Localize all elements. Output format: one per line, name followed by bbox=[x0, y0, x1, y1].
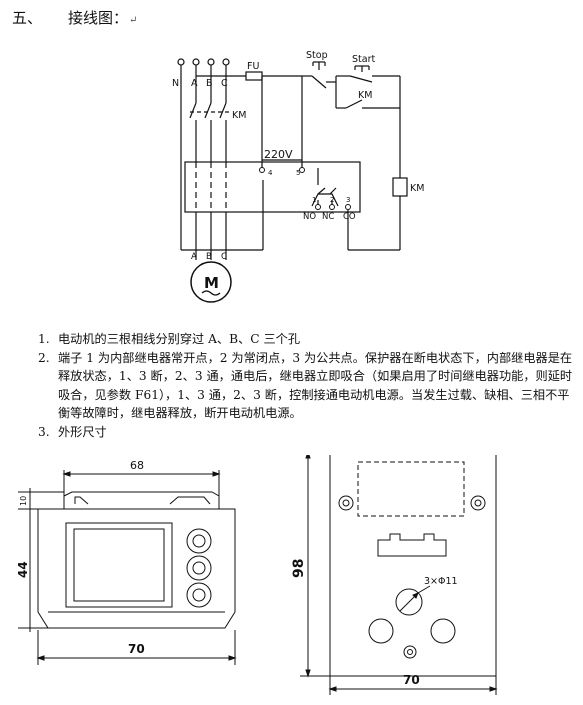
motor-label: M bbox=[204, 274, 219, 292]
terminal-2-label: 2 bbox=[330, 196, 334, 204]
note-3: 3. 外形尺寸 bbox=[38, 423, 578, 442]
back-height-dim: 98 bbox=[291, 559, 307, 578]
km-contact-label: KM bbox=[232, 110, 246, 121]
back-width-dim: 70 bbox=[403, 673, 420, 687]
terminal-4-label: 4 bbox=[268, 169, 273, 177]
terminal-b-label: B bbox=[206, 78, 213, 89]
note-text: 电动机的三根相线分别穿过 A、B、C 三个孔 bbox=[58, 332, 301, 346]
notes-list: 1. 电动机的三根相线分别穿过 A、B、C 三个孔 2. 端子 1 为内部继电器常开… bbox=[38, 330, 578, 441]
start-label: Start bbox=[352, 54, 375, 65]
note-number: 1. bbox=[38, 332, 50, 346]
motor-c-label: C bbox=[221, 252, 227, 262]
motor-a-label: A bbox=[191, 252, 197, 262]
stop-label: Stop bbox=[306, 50, 328, 61]
motor-b-label: B bbox=[206, 252, 212, 262]
terminal-1-label: 1 bbox=[312, 196, 316, 204]
section-number: 五、 bbox=[12, 9, 43, 27]
terminal-n-label: N bbox=[172, 78, 179, 89]
voltage-label: 220V bbox=[264, 148, 293, 161]
fuse-label: FU bbox=[247, 61, 259, 72]
hole-spec-label: 3×Φ11 bbox=[424, 576, 458, 587]
front-width-top-dim: 68 bbox=[130, 459, 144, 472]
terminal-c-label: C bbox=[221, 78, 228, 89]
terminal-5-label: 5 bbox=[296, 169, 300, 177]
note-number: 2. bbox=[38, 350, 50, 365]
terminal-3-label: 3 bbox=[346, 196, 350, 204]
terminal-a-label: A bbox=[191, 78, 198, 89]
note-2: 2. 端子 1 为内部继电器常开点，2 为常闭点，3 为公共点。保护器在断电状态下… bbox=[38, 349, 578, 423]
note-text: 外形尺寸 bbox=[58, 424, 107, 439]
no-label: NO bbox=[303, 212, 316, 222]
note-1: 1. 电动机的三根相线分别穿过 A、B、C 三个孔 bbox=[38, 330, 578, 349]
front-width-dim: 70 bbox=[128, 642, 145, 656]
front-height-dim: 44 bbox=[16, 561, 30, 578]
note-text: 端子 1 为内部继电器常开点，2 为常闭点，3 为公共点。保护器在断电状态下，内… bbox=[58, 350, 573, 421]
front-top-height-dim: 10 bbox=[19, 496, 28, 506]
co-label: CO bbox=[343, 212, 356, 222]
section-heading: 五、 接线图：↵ bbox=[12, 7, 137, 28]
km-coil-label: KM bbox=[410, 183, 424, 194]
dimension-drawings: 68 10 44 70 98 70 3×Φ11 bbox=[16, 455, 498, 695]
wiring-diagram: M N A B C FU Stop Start KM KM KM 220V 4 … bbox=[172, 50, 424, 303]
nc-label: NC bbox=[322, 212, 334, 222]
section-title: 接线图： bbox=[68, 9, 129, 27]
return-mark: ↵ bbox=[129, 15, 138, 26]
km-holding-label: KM bbox=[358, 90, 372, 101]
note-number: 3. bbox=[38, 424, 50, 439]
